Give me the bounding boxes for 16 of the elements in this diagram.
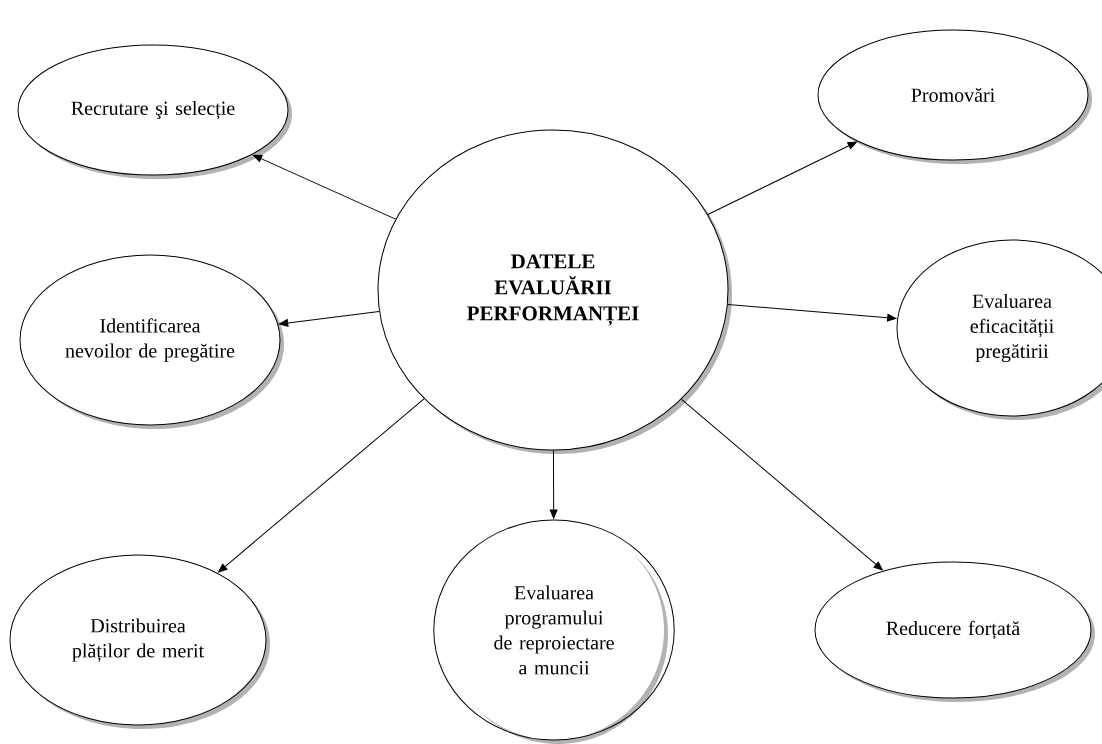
arrow — [681, 398, 883, 571]
arrow — [252, 154, 397, 220]
ellipse-node: Recrutare şi selecție — [17, 44, 292, 179]
ellipse-node: Evaluarea programului de reproiectare a muncii — [433, 519, 675, 744]
ellipse-node: Evaluarea eficacității pregătirii — [896, 239, 1102, 420]
arrow — [549, 450, 558, 519]
ellipse-node: Reducere forțată — [814, 561, 1095, 702]
arrow — [279, 311, 380, 327]
arrow — [707, 141, 857, 215]
arrow — [218, 398, 425, 573]
ellipse-node: Identificarea nevoilor de pregătire — [19, 254, 284, 429]
ellipse-node: Distribuirea plăților de merit — [9, 554, 270, 729]
ellipse-node: DATELE EVALUĂRII PERFORMANȚEI — [377, 129, 732, 454]
ellipse-node: Promovări — [817, 29, 1092, 164]
node-label: Reducere forțată — [886, 620, 1020, 640]
arrow — [727, 303, 897, 322]
